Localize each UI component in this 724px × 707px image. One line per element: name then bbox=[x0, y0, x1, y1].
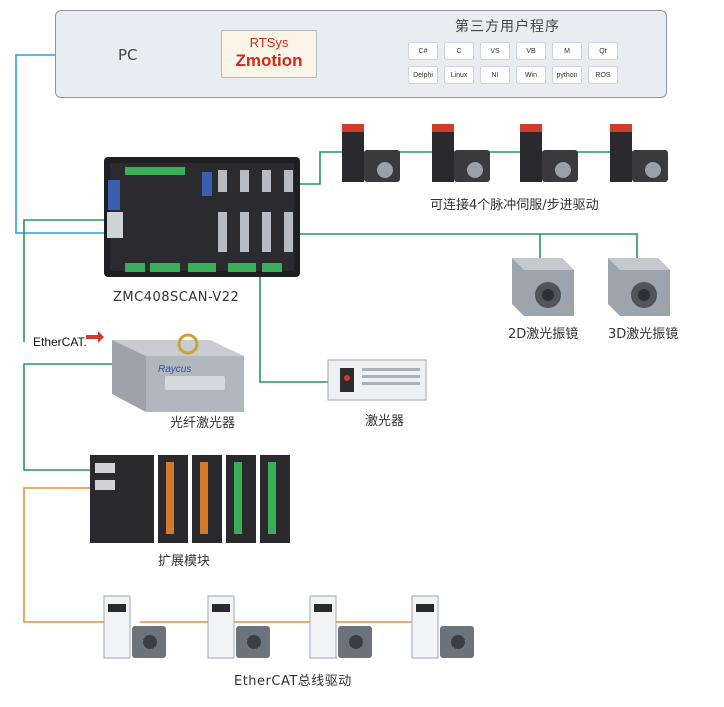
ethercat-badge-text: EtherCAT. bbox=[33, 335, 87, 349]
program-icon: Win bbox=[516, 66, 546, 84]
program-icon: VB bbox=[516, 42, 546, 60]
controller-servo-line bbox=[300, 151, 660, 185]
galvo-3d-device bbox=[608, 258, 670, 316]
raycus-brand: Raycus bbox=[158, 364, 191, 375]
fiber-laser-label: 光纤激光器 bbox=[170, 416, 236, 431]
zmotion-title: Zmotion bbox=[235, 51, 303, 70]
expansion-device bbox=[90, 455, 290, 543]
ethercat-servo bbox=[207, 595, 270, 659]
program-icon: Delphi bbox=[408, 66, 438, 84]
program-icon: M bbox=[552, 42, 582, 60]
servo-pulse-label: 可连接4个脉冲伺服/步进驱动 bbox=[430, 198, 599, 213]
program-icon: python bbox=[552, 66, 582, 84]
galvo-3d-label: 3D激光振镜 bbox=[608, 327, 679, 342]
ethercat-drive-label: EtherCAT总线驱动 bbox=[234, 674, 352, 689]
rtsys-logo: RTSys Zmotion bbox=[221, 30, 317, 78]
ethercat-logo: EtherCAT. bbox=[33, 331, 104, 349]
expansion-ethercat-line bbox=[23, 487, 105, 623]
pulse-servo bbox=[342, 124, 400, 182]
pc-label: PC bbox=[118, 46, 138, 64]
program-icon: NI bbox=[480, 66, 510, 84]
galvo-2d-label: 2D激光振镜 bbox=[508, 327, 579, 342]
pulse-servo bbox=[520, 124, 578, 182]
laser-device bbox=[327, 359, 427, 401]
controller-label: ZMC408SCAN-V22 bbox=[113, 290, 240, 305]
ethercat-line bbox=[23, 219, 110, 342]
ethercat-servo bbox=[309, 595, 372, 659]
ethercat-servo bbox=[103, 595, 166, 659]
third-party-title: 第三方用户程序 bbox=[455, 19, 560, 35]
expansion-label: 扩展模块 bbox=[158, 554, 211, 569]
pc-ethernet-line bbox=[15, 54, 110, 234]
pulse-servo bbox=[432, 124, 490, 182]
galvo-2d-device bbox=[512, 258, 574, 316]
ethercat-servo bbox=[411, 595, 474, 659]
program-icon: VS bbox=[480, 42, 510, 60]
laser-label: 激光器 bbox=[365, 414, 405, 429]
rtsys-title: RTSys bbox=[249, 35, 289, 50]
fiber-to-expansion-line bbox=[23, 363, 140, 471]
program-icon: Linux bbox=[444, 66, 474, 84]
program-icon: Qt bbox=[588, 42, 618, 60]
program-icon: ROS bbox=[588, 66, 618, 84]
program-icon: C# bbox=[408, 42, 438, 60]
connection-lines bbox=[15, 54, 660, 623]
laser-line bbox=[259, 240, 330, 383]
fiber-laser-device bbox=[112, 333, 244, 412]
controller-galvo-line bbox=[296, 233, 638, 260]
program-icon: C bbox=[444, 42, 474, 60]
controller-device bbox=[104, 157, 300, 277]
pulse-servo bbox=[610, 124, 668, 182]
